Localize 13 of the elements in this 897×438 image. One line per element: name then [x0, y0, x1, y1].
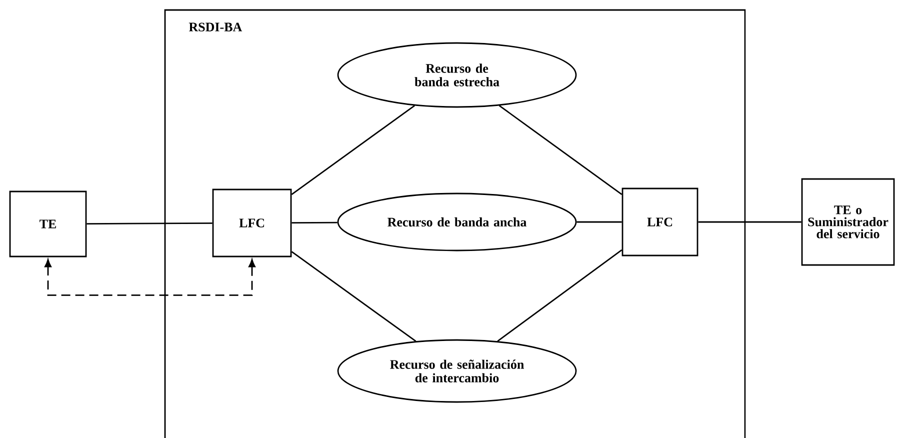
connector-line [291, 251, 416, 342]
function-box: LFC [212, 188, 292, 258]
connector-line [291, 105, 416, 195]
connector-line [576, 221, 622, 223]
connector-line [698, 221, 802, 223]
signalling-arrow [44, 259, 256, 296]
function-box: LFC [622, 188, 698, 256]
connector-line [292, 222, 338, 224]
function-box: TE o Suministrador del servicio [801, 178, 895, 266]
connector-line [497, 249, 622, 342]
connector-line [86, 222, 212, 224]
function-box: TE [9, 190, 87, 258]
connector-line [498, 105, 622, 195]
